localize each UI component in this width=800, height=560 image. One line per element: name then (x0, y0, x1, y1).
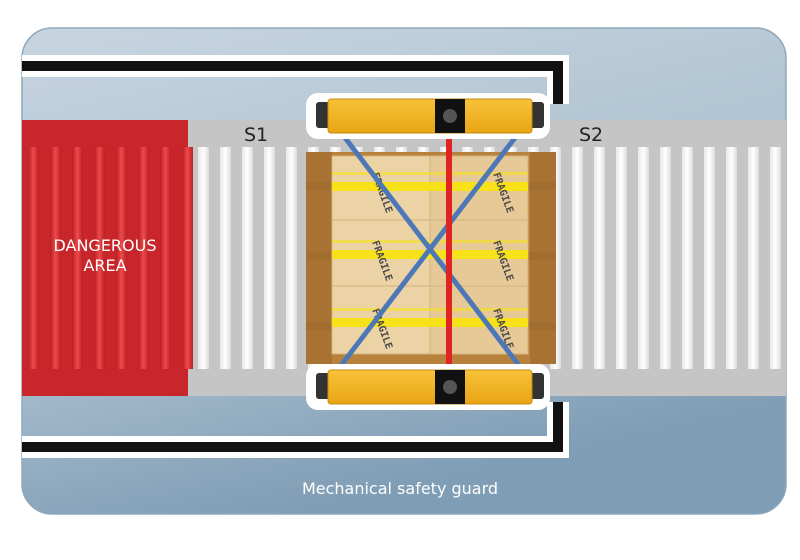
dangerous-area-label-line1: DANGEROUS (53, 236, 157, 255)
conveyor-roller (594, 147, 605, 369)
conveyor-roller (704, 147, 715, 369)
sensor-bar-top (306, 93, 550, 139)
danger-roller (182, 147, 193, 369)
conveyor-roller (616, 147, 627, 369)
dangerous-area-label: DANGEROUS AREA (22, 236, 188, 276)
conveyor-roller (638, 147, 649, 369)
conveyor-roller (220, 147, 231, 369)
sensor-s1-label: S1 (244, 124, 269, 146)
light-beams (334, 124, 526, 374)
conveyor-roller (264, 147, 275, 369)
conveyor-roller (242, 147, 253, 369)
sensor-s2-label: S2 (579, 124, 604, 146)
danger-rollers (28, 147, 193, 369)
danger-roller (94, 147, 105, 369)
conveyor-roller (748, 147, 759, 369)
danger-roller (28, 147, 39, 369)
mechanical-guard-label: Mechanical safety guard (301, 479, 499, 498)
conveyor-roller (572, 147, 583, 369)
conveyor-roller (770, 147, 781, 369)
danger-roller (72, 147, 83, 369)
danger-roller (50, 147, 61, 369)
conveyor-roller (660, 147, 671, 369)
conveyor-roller (682, 147, 693, 369)
dangerous-area-label-line2: AREA (83, 256, 127, 275)
danger-roller (138, 147, 149, 369)
conveyor-roller (198, 147, 209, 369)
conveyor-roller (726, 147, 737, 369)
conveyor-roller (792, 147, 800, 369)
danger-roller (116, 147, 127, 369)
sensor-bar-bottom (306, 364, 550, 410)
danger-roller (160, 147, 171, 369)
conveyor-roller (286, 147, 297, 369)
